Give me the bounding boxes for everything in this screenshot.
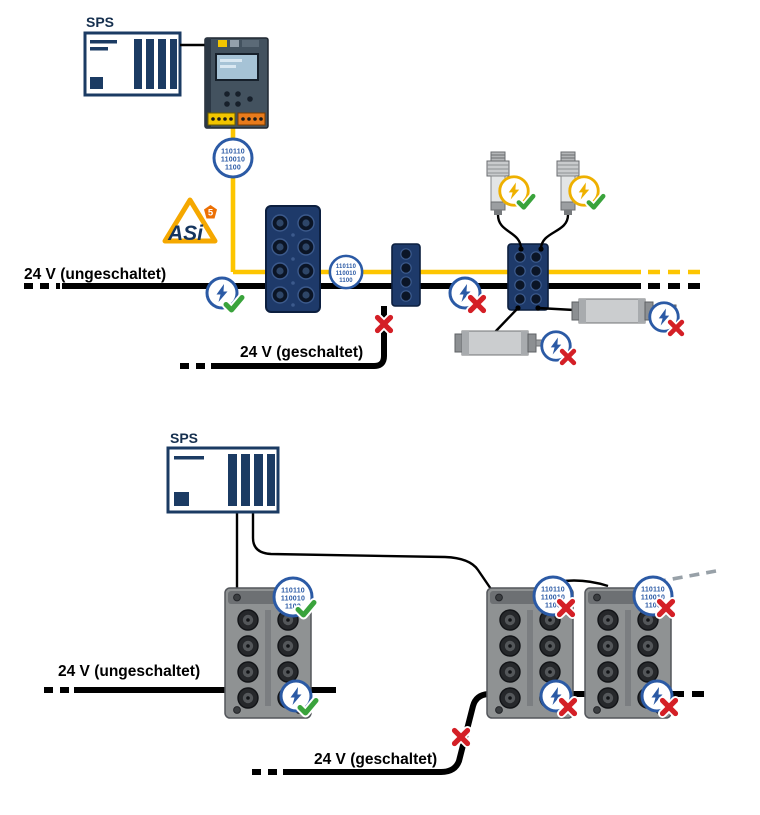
- unswitched-label-top: 24 V (ungeschaltet): [24, 266, 166, 283]
- asi-version-badge: 5: [204, 205, 217, 219]
- cylinder-1-fail-cross: [562, 351, 574, 363]
- fieldbus-topology: SPS 24 V (ungeschaltet) 24 V (geschaltet…: [44, 430, 717, 775]
- sps-label-bottom: SPS: [170, 430, 198, 446]
- cable-junction-dot: [538, 246, 544, 252]
- switched-line-off-cross: [455, 731, 468, 744]
- switched-24v-line: [211, 306, 387, 369]
- cable-junction-dot: [535, 305, 541, 311]
- asi5-topology: ASi 5: [24, 14, 708, 369]
- power-fail-cross-module-2: [562, 701, 575, 714]
- asi-module-small-1: [391, 243, 421, 307]
- sensor-1-cable: [496, 214, 523, 250]
- gateway-buttons: [224, 91, 253, 107]
- switched-label-top: 24 V (geschaltet): [240, 344, 363, 361]
- plc-top: [83, 31, 182, 97]
- switched-line-off-cross: [378, 318, 391, 331]
- switched-label-bottom: 24 V (geschaltet): [314, 751, 437, 768]
- sensor-2-cable: [539, 214, 570, 250]
- data-telegram-bus: [328, 254, 364, 290]
- asi-triangle: [162, 197, 218, 244]
- unswitched-label-bottom: 24 V (ungeschaltet): [58, 663, 200, 680]
- gateway-terminal-orange: [237, 112, 266, 126]
- sps-label-top: SPS: [86, 14, 114, 30]
- data-telegram-gateway: [212, 137, 254, 179]
- asi-module-main: [265, 205, 321, 313]
- gateway-terminal-yellow: [207, 112, 236, 126]
- cylinder-2-cable: [537, 306, 575, 312]
- asi-logo-text: ASi: [167, 222, 204, 245]
- asi5-gateway: [204, 37, 269, 129]
- data-fail-cross-module-3: [660, 602, 673, 615]
- plc-bottom: [166, 446, 280, 514]
- power-fail-cross: [471, 298, 484, 311]
- asi-module-small-2: [507, 243, 549, 311]
- fieldbus-cable-2: [251, 512, 494, 593]
- cylinder-2-fail-cross: [670, 322, 682, 334]
- asi5-logo: ASi 5: [162, 197, 218, 245]
- cable-junction-dot: [515, 305, 521, 311]
- cable-junction-dot: [518, 246, 524, 252]
- power-fail-cross-module-3: [663, 701, 676, 714]
- asi-version-text: 5: [208, 208, 214, 219]
- data-fail-cross-module-2: [560, 602, 573, 615]
- cylinder-1-cable: [494, 307, 519, 333]
